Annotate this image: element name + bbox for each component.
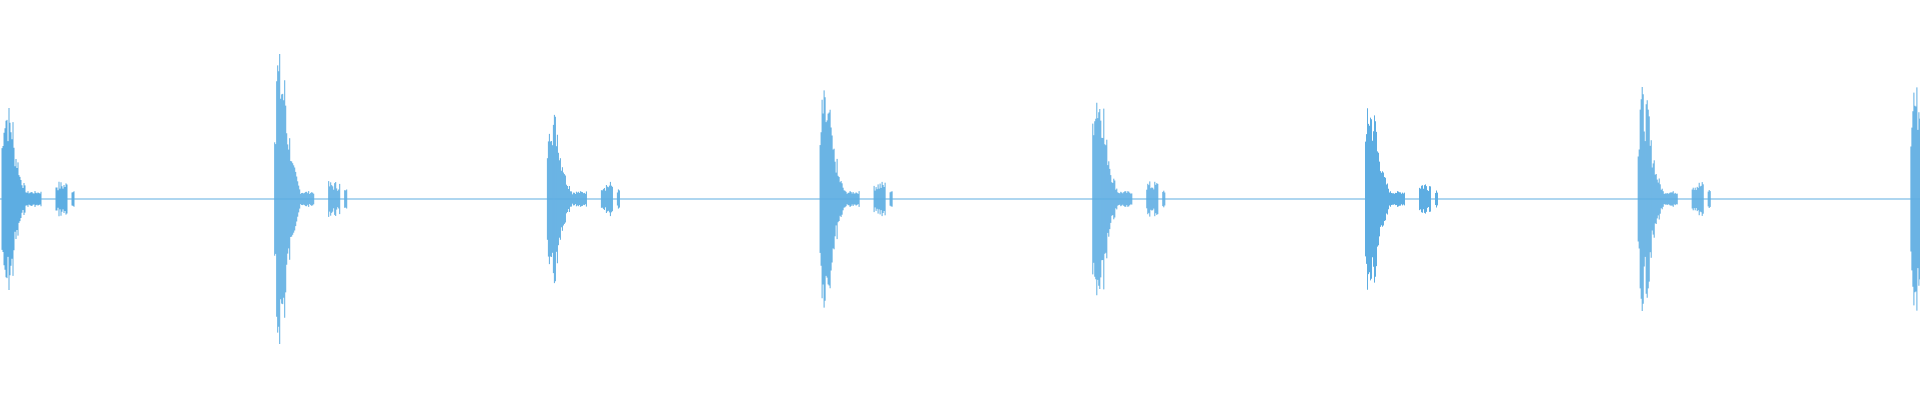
waveform-bursts bbox=[1, 54, 1920, 344]
waveform-burst bbox=[1, 108, 75, 290]
waveform-burst bbox=[1365, 108, 1438, 290]
waveform-burst bbox=[819, 90, 893, 308]
waveform-burst bbox=[1637, 87, 1711, 311]
waveform-burst bbox=[1092, 102, 1166, 296]
waveform-burst bbox=[274, 54, 348, 344]
waveform-burst bbox=[546, 114, 620, 284]
waveform-burst bbox=[1910, 87, 1920, 311]
